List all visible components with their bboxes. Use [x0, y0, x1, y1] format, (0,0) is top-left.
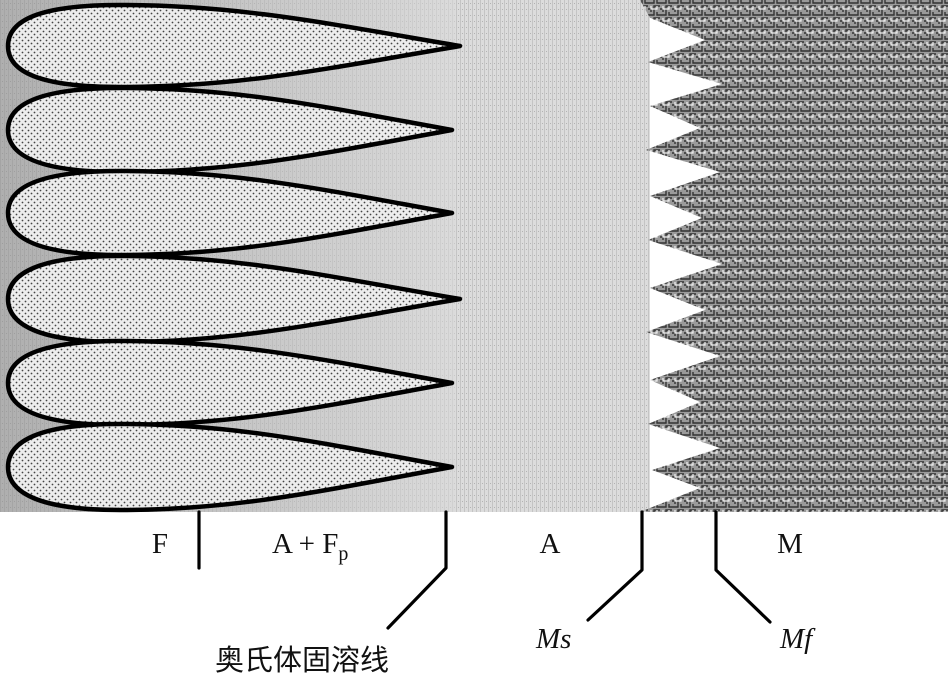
zone-label-austenite-ferrite-sub: p — [338, 543, 348, 565]
zone-label-martensite: M — [777, 528, 803, 560]
ferrite-lobes — [5, 2, 463, 513]
zone-label-ferrite: F — [152, 528, 168, 560]
austenite-solvus-leader — [386, 510, 448, 630]
zone-label-austenite-ferrite: A + Fp — [272, 528, 348, 565]
boundary-label-austenite-solvus: 奥氏体固溶线 — [215, 643, 389, 677]
austenite-region — [455, 0, 650, 512]
zone-label-austenite-ferrite-main: A + F — [272, 528, 338, 560]
ms-leader — [586, 510, 644, 622]
ferrite-lobe — [5, 2, 463, 90]
ferrite-lobe — [5, 168, 455, 258]
ferrite-lobe — [5, 85, 455, 175]
ferrite-lobe — [5, 421, 455, 513]
zone-label-austenite: A — [540, 528, 561, 560]
ferrite-lobe — [5, 253, 463, 345]
martensite-region — [640, 0, 948, 512]
boundary-label-mf: Mf — [779, 623, 816, 655]
ferrite-lobe — [5, 338, 455, 428]
mf-leader — [714, 510, 772, 624]
boundary-label-ms: Ms — [535, 623, 571, 655]
